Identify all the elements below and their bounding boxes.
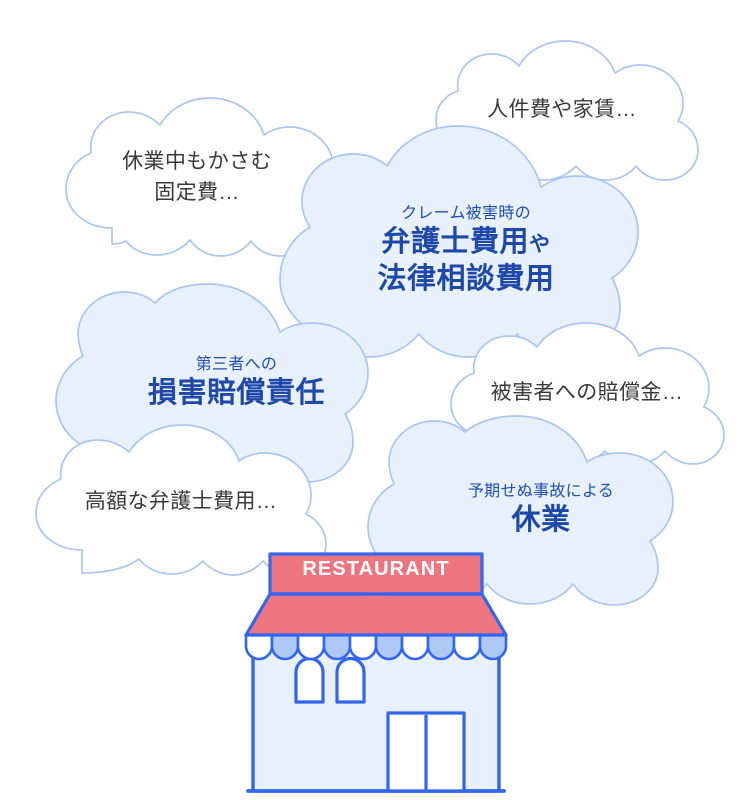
restaurant-building-illustration: RESTAURANT [240,548,512,800]
building-door [386,711,466,793]
awning-scallops [244,632,508,661]
cloud-shape-high-lawyer-fee [35,424,327,576]
building-windows [294,656,366,704]
cloud-shape-lawyer-fees [279,125,639,360]
restaurant-signboard [268,552,484,596]
awning-canopy [244,592,508,637]
building-body [246,646,506,793]
